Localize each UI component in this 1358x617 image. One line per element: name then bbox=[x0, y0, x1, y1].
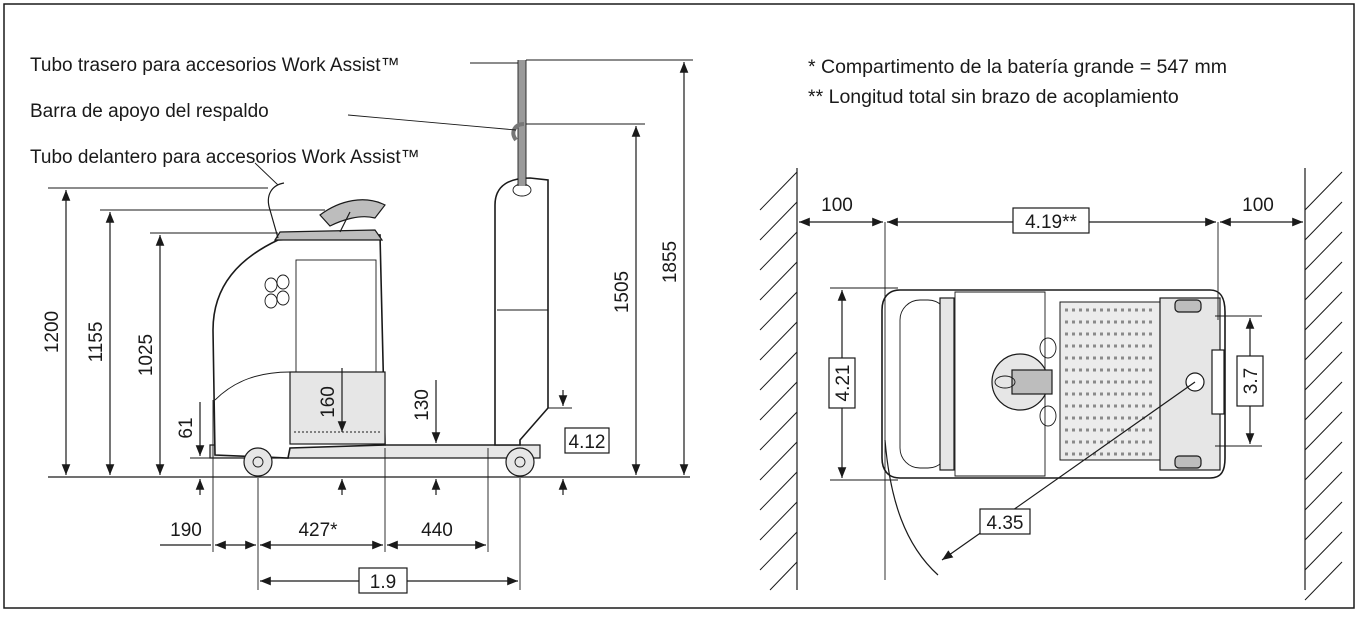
rear-guard bbox=[939, 297, 955, 471]
dim-440-label: 440 bbox=[421, 520, 453, 541]
dim-1200-label: 1200 bbox=[42, 311, 63, 353]
callout-rear-tube: Tubo trasero para accesorios Work Assist… bbox=[30, 55, 400, 76]
dim-1855-label: 1855 bbox=[660, 241, 681, 283]
callout-backrest-bar: Barra de apoyo del respaldo bbox=[30, 101, 269, 122]
rear-wheel bbox=[243, 447, 273, 477]
top-view: 100 4.19** 100 4.21 3.7 4.35 bbox=[759, 168, 1343, 601]
front-tube-leader bbox=[254, 162, 279, 186]
turning-arc bbox=[884, 439, 939, 576]
backrest bbox=[319, 199, 386, 227]
dim-130-label: 130 bbox=[412, 389, 433, 421]
dim-61-label: 61 bbox=[176, 417, 197, 438]
callout-front-tube: Tubo delantero para accesorios Work Assi… bbox=[30, 147, 420, 168]
dim-1505-label: 1505 bbox=[612, 271, 633, 313]
body-line bbox=[214, 371, 385, 401]
front-wheel bbox=[505, 447, 535, 477]
dim-1025-label: 1025 bbox=[136, 334, 157, 376]
dim-190-label: 190 bbox=[170, 520, 202, 541]
dim-160-label: 160 bbox=[318, 386, 339, 418]
dim-3-7-box bbox=[1236, 355, 1264, 407]
dim-right-clearance-label: 100 bbox=[1242, 195, 1274, 216]
dim-3-7-label: 3.7 bbox=[1241, 368, 1262, 394]
control-handle bbox=[1011, 369, 1053, 395]
dim-4-21-label: 4.21 bbox=[833, 365, 854, 402]
dim-4-12-box bbox=[564, 427, 610, 454]
front-console bbox=[494, 177, 549, 446]
dim-1-9-box bbox=[358, 567, 408, 594]
drawing-frame bbox=[3, 3, 1355, 609]
dim-4-12-label: 4.12 bbox=[569, 432, 606, 453]
dim-4-35-box bbox=[979, 508, 1031, 535]
backrest-support-bar bbox=[511, 122, 525, 142]
right-wall-hatching bbox=[1304, 171, 1343, 601]
seat-cushion bbox=[273, 229, 384, 241]
dim-427-label: 427* bbox=[298, 520, 338, 541]
dim-4-19-label: 4.19** bbox=[1025, 212, 1077, 233]
dim-left-clearance-label: 100 bbox=[821, 195, 853, 216]
backrest-leader bbox=[347, 114, 517, 131]
dim-1155-label: 1155 bbox=[86, 322, 107, 363]
note-battery: * Compartimento de la batería grande = 5… bbox=[808, 56, 1227, 78]
operator-deck bbox=[954, 291, 1046, 477]
dim-1-9-label: 1.9 bbox=[370, 572, 396, 593]
side-view: Tubo trasero para accesorios Work Assist… bbox=[30, 55, 693, 594]
battery-compartment bbox=[289, 371, 386, 445]
dim-4-35-label: 4.35 bbox=[987, 513, 1024, 534]
dim-4-21-box bbox=[828, 357, 856, 409]
note-length: ** Longitud total sin brazo de acoplamie… bbox=[808, 86, 1179, 108]
front-accessory-tube bbox=[267, 182, 285, 239]
dim-4-19-box bbox=[1012, 207, 1090, 234]
left-wall-hatching bbox=[759, 171, 798, 591]
